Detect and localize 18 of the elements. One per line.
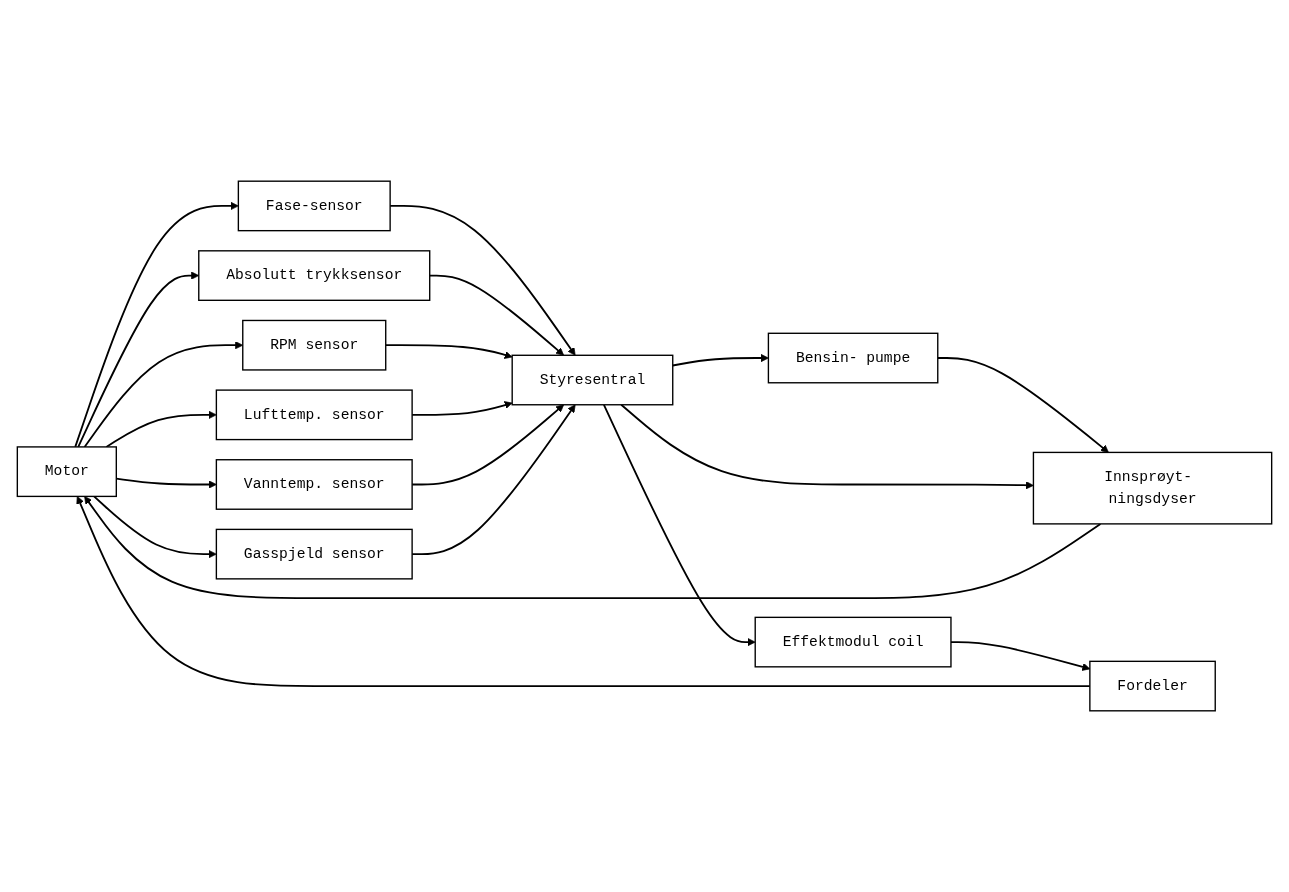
arrow: [93, 495, 217, 559]
node-box: RPM sensor: [242, 319, 387, 371]
arrow: [74, 201, 239, 448]
node-box: Gasspjeld sensor: [215, 528, 413, 580]
node-box: Fase-sensor: [237, 180, 391, 232]
node-box: Vanntemp. sensor: [215, 459, 413, 510]
node-box: Absolutt trykksensor: [198, 250, 431, 301]
node-box: Bensin- pumpe: [767, 332, 939, 384]
node-box: Lufttemp. sensor: [215, 389, 413, 441]
arrow: [84, 496, 1102, 600]
node-box: Fordeler: [1089, 660, 1216, 712]
node-box: Innsprøyt- ningsdyser: [1032, 451, 1273, 525]
node-box: Effektmodul coil: [754, 616, 952, 668]
node-box: Styresentral: [511, 354, 674, 406]
arrow: [105, 410, 217, 448]
node-box: Motor: [16, 446, 117, 498]
arrow: [603, 403, 756, 647]
arrow: [620, 403, 1034, 490]
